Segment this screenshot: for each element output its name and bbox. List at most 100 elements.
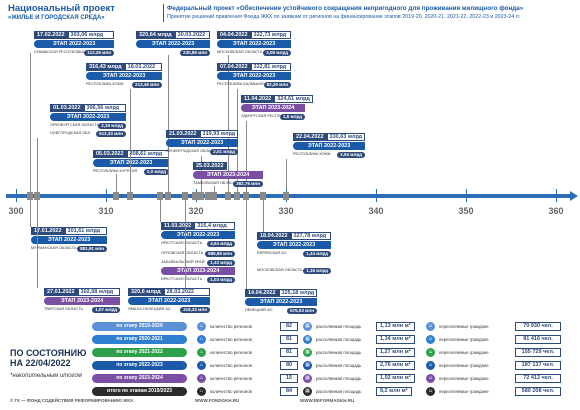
event-connector <box>160 198 161 222</box>
timeline-arrow-icon <box>570 191 578 201</box>
event-region-name: Ленинградская область <box>166 149 211 153</box>
event-total-value: 306,56 млрд <box>83 104 126 112</box>
timeline-event-marker[interactable] <box>225 192 231 200</box>
event-connector <box>286 159 287 192</box>
event-connector <box>246 198 247 289</box>
event-region-row: 230,89 млн <box>136 49 210 56</box>
event-connector <box>185 198 186 288</box>
axis-tick-label: 300 <box>8 206 24 216</box>
timeline-event-marker[interactable] <box>234 192 240 200</box>
event-stage-label: ЭТАП 2022-2023 <box>50 113 126 121</box>
event-card[interactable]: Орловская область685,89 млн <box>161 249 235 257</box>
event-date: 21.03.2022 <box>166 130 200 138</box>
timeline-event-marker[interactable] <box>243 192 249 200</box>
timeline-event-marker[interactable] <box>198 192 204 200</box>
stat-label: переселяемые граждане <box>439 389 489 394</box>
stage-legend-pill: по этапу 2020-2021 <box>92 335 187 344</box>
event-connector <box>30 198 31 227</box>
region-icon: ⌂ <box>197 374 206 383</box>
event-date: 316,43 млрд <box>86 63 125 71</box>
event-date: 18.04.2022 <box>257 232 291 240</box>
region-icon: ⌂ <box>197 361 206 370</box>
stat-label: расселяемая площадь <box>316 324 362 329</box>
event-total-value: 319,93 млрд <box>199 130 239 138</box>
event-stage-label: ЭТАП 2022-2023 <box>93 159 169 167</box>
footer-link-reformagkh[interactable]: WWW.REFORMAGKH.RU <box>300 398 355 403</box>
axis-tick <box>16 189 17 202</box>
timeline-event-marker[interactable] <box>283 192 289 200</box>
event-amount: 230,89 млн <box>180 49 210 56</box>
event-date: 27.01.2022 <box>44 288 78 296</box>
stat-label: переселяемые граждане <box>439 337 489 342</box>
stat-value: 1,34 млн м² <box>376 335 415 344</box>
event-region-name: Республика Калмыкия <box>217 82 264 86</box>
timeline-event-marker[interactable] <box>165 192 171 200</box>
event-total-value: 30.03.2022 <box>174 31 210 39</box>
timeline-event-marker[interactable] <box>182 192 188 200</box>
event-stage-label: ЭТАП 2022-2023 <box>34 40 114 48</box>
timeline-event-marker[interactable] <box>260 192 266 200</box>
stat-label: количество регионов <box>210 389 252 394</box>
status-line-1: ПО СОСТОЯНИЮ <box>10 348 87 358</box>
timeline-event-marker[interactable] <box>157 192 163 200</box>
region-icon: ⌂ <box>197 322 206 331</box>
footer-link-fondgkh[interactable]: WWW.FONDGKH.RU <box>195 398 240 403</box>
event-card[interactable]: Забайкальский край1,43 млрд <box>161 258 235 266</box>
stat-label: расселяемая площадь <box>316 376 362 381</box>
axis-tick <box>556 189 557 202</box>
event-region-row: Республика Коми2,94 млрд <box>293 151 365 158</box>
timeline-event-marker[interactable] <box>127 192 133 200</box>
event-region-name: Тверская область <box>44 307 83 311</box>
timeline-event-marker[interactable] <box>34 192 40 200</box>
area-icon: ▦ <box>303 335 312 344</box>
event-region-name: Тамбовская область <box>193 181 233 185</box>
event-total-value: 308,61 млрд <box>126 150 169 158</box>
event-amount: 2,01 млрд <box>210 148 238 155</box>
event-amount: 575,03 млн <box>287 307 317 314</box>
axis-tick-label: 330 <box>278 206 294 216</box>
region-icon: ⌂ <box>197 387 206 396</box>
timeline-event-marker[interactable] <box>27 192 33 200</box>
timeline-event-marker[interactable] <box>211 192 217 200</box>
event-date: 04.04.2022 <box>217 31 251 39</box>
event-amount: 1,8 млрд <box>279 113 305 120</box>
event-date: 11.04.2022 <box>241 95 275 103</box>
event-region-row: Республика Бурятия2,0 млрд <box>93 168 169 175</box>
timeline-event-marker[interactable] <box>205 192 211 200</box>
stat-value: 2,76 млн м² <box>376 361 415 370</box>
axis-tick <box>466 189 467 202</box>
axis-tick-label: 350 <box>458 206 474 216</box>
timeline-event-marker[interactable] <box>192 192 198 200</box>
stat-label: количество регионов <box>210 324 252 329</box>
stat-value: 72 412 чел. <box>515 374 561 383</box>
event-card[interactable]: ЭТАП 2023-2024Иркутская область1,03 млрд <box>161 266 235 283</box>
event-total-value: 302,68 млрд <box>77 288 120 296</box>
event-card[interactable]: Московская область1,16 млрд <box>257 266 331 274</box>
timeline-event-marker[interactable] <box>113 192 119 200</box>
event-amount: 82,29 млн <box>263 81 291 88</box>
stat-value: 155 729 чел. <box>515 348 561 357</box>
